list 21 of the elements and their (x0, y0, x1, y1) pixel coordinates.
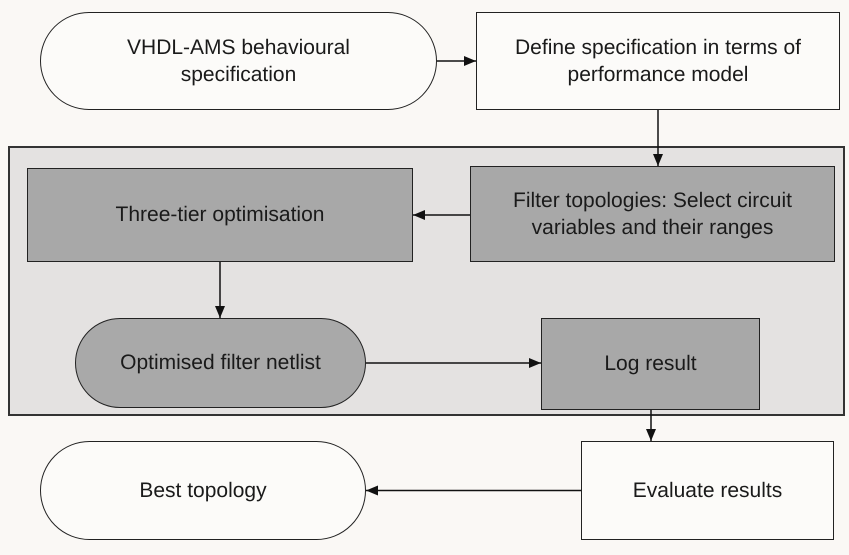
arrow (366, 358, 541, 368)
process-box (541, 318, 760, 410)
process-box (476, 12, 840, 110)
node-text: Filter topologies: Select circuit variables and their ranges (512, 188, 793, 241)
node-text: Log result (604, 351, 697, 378)
arrow (646, 410, 656, 441)
process-box (27, 168, 413, 262)
arrow (413, 210, 470, 220)
arrow (366, 486, 581, 496)
arrow (437, 56, 476, 66)
process-box (470, 166, 835, 262)
node-text: Evaluate results (632, 478, 782, 504)
node-text: VHDL-AMS behavioural specification (126, 34, 351, 88)
arrow (653, 110, 663, 166)
node-text: Optimised filter netlist (120, 350, 321, 376)
node-text: Three-tier optimisation (116, 202, 324, 228)
node-text: Best topology (139, 478, 267, 504)
grouping-panel (8, 146, 845, 416)
node-text: Define specification in terms of performance model (514, 34, 802, 88)
process-box (581, 441, 834, 540)
arrow (215, 262, 225, 318)
